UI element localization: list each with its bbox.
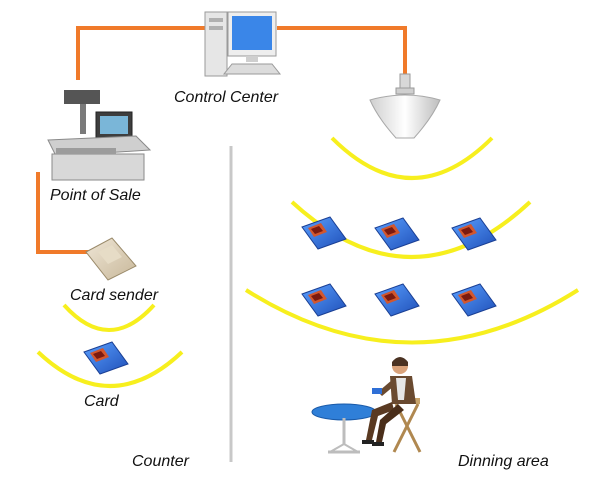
cash-register-icon	[47, 90, 152, 181]
diagram-labels: Control Center Point of Sale Card sender…	[50, 89, 549, 470]
card-reader-icon	[85, 237, 137, 281]
counter-label: Counter	[132, 453, 190, 470]
rfid-card-icon	[301, 283, 347, 317]
point-of-sale-label: Point of Sale	[50, 187, 141, 204]
rfid-card-icon	[374, 283, 420, 317]
card-sender-label: Card sender	[70, 287, 159, 304]
rfid-card-icon	[451, 283, 497, 317]
rfid-card-icon	[451, 217, 497, 251]
signal-wave-1	[330, 136, 494, 180]
sender-wave	[62, 303, 156, 332]
card-label: Card	[84, 393, 120, 410]
rfid-card-icon	[83, 341, 129, 375]
dining-area-label: Dinning area	[458, 453, 549, 470]
counter-signal-waves	[36, 303, 184, 388]
link-pos-to-control-center	[76, 26, 205, 80]
link-pos-to-card-sender	[36, 172, 95, 254]
control-center-label: Control Center	[174, 89, 279, 106]
connection-lines	[36, 26, 407, 254]
signal-wave-3	[244, 288, 580, 345]
desktop-computer-icon	[204, 11, 282, 77]
ceiling-antenna-icon	[369, 73, 441, 139]
link-control-center-to-antenna	[277, 26, 407, 75]
card-wave	[36, 350, 184, 388]
seated-person-icon	[311, 357, 422, 454]
rfid-card-icon	[374, 217, 420, 251]
rfid-card-icon	[301, 216, 347, 250]
